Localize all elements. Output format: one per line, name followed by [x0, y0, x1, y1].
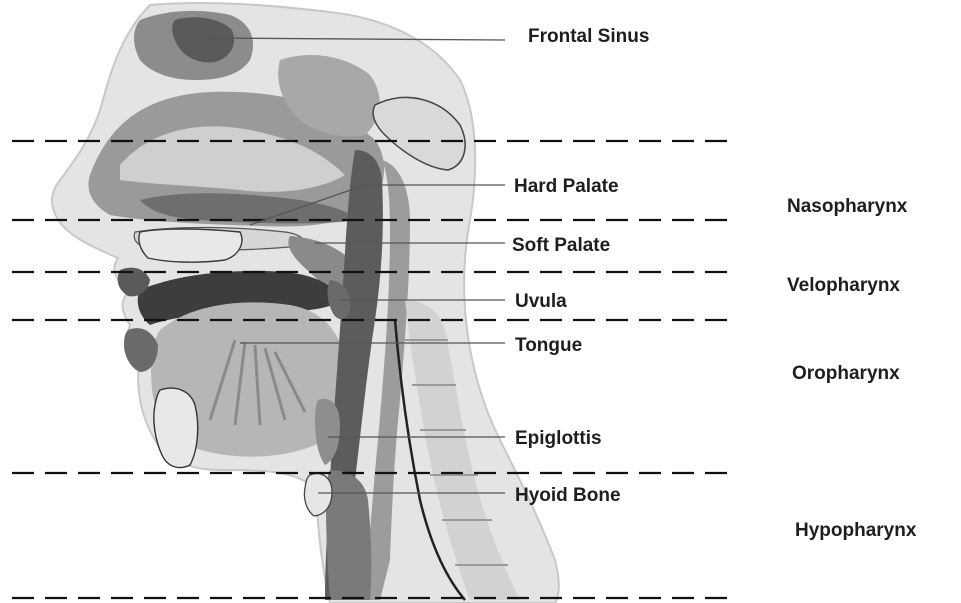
label-tongue: Tongue	[515, 335, 582, 356]
mandible-spongy-bone	[154, 388, 198, 467]
larynx-trachea	[326, 470, 371, 600]
label-soft-palate: Soft Palate	[512, 235, 610, 256]
label-epiglottis: Epiglottis	[515, 428, 602, 449]
region-label-velopharynx: Velopharynx	[787, 275, 900, 296]
region-label-hypopharynx: Hypopharynx	[795, 520, 917, 541]
head-cross-section-illustration	[52, 3, 559, 603]
label-uvula: Uvula	[515, 291, 567, 312]
label-hyoid-bone: Hyoid Bone	[515, 485, 621, 506]
region-label-nasopharynx: Nasopharynx	[787, 196, 908, 217]
region-labels: Nasopharynx Velopharynx Oropharynx Hypop…	[787, 196, 917, 541]
region-label-oropharynx: Oropharynx	[792, 363, 900, 384]
structure-labels: Frontal Sinus Hard Palate Soft Palate Uv…	[512, 26, 649, 506]
label-hard-palate: Hard Palate	[514, 176, 619, 197]
maxilla-spongy-bone	[139, 229, 242, 262]
label-frontal-sinus: Frontal Sinus	[528, 26, 649, 47]
